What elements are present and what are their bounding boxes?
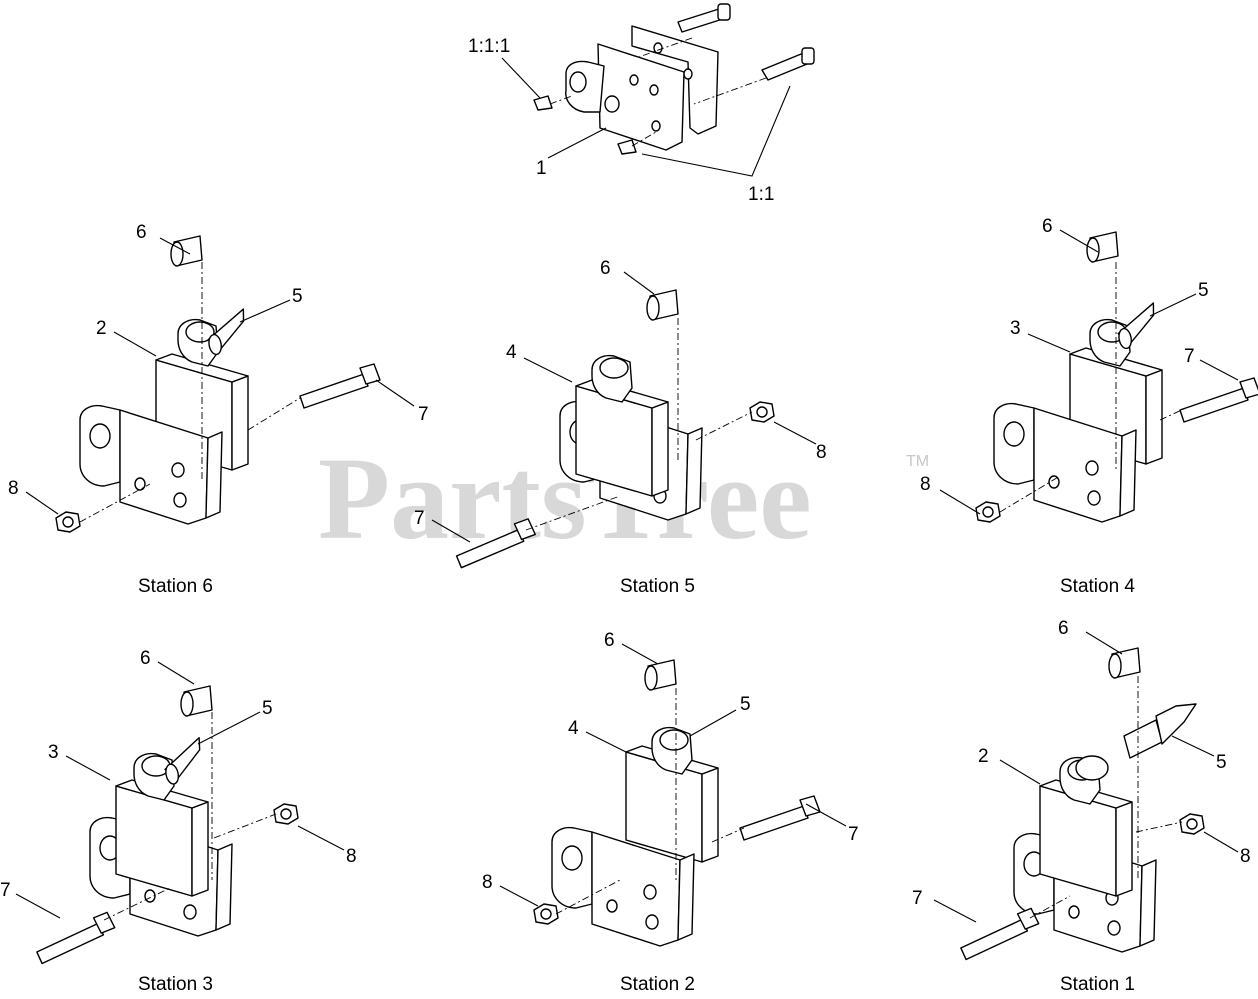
- station-1-assembly: [956, 647, 1205, 961]
- station-3-callout-bolt: 7: [0, 880, 11, 901]
- station-4-callout-bolt: 7: [1184, 346, 1195, 367]
- callout-bracket: 1: [536, 158, 547, 179]
- station-1-label: Station 1: [1060, 974, 1135, 995]
- station-6-label: Station 6: [138, 576, 213, 597]
- station-3-assembly: [32, 685, 299, 965]
- station-5-callout-body: 4: [506, 342, 517, 363]
- station-2-label: Station 2: [620, 974, 695, 995]
- station-3-label: Station 3: [138, 974, 213, 995]
- station-3-callout-spacer: 6: [140, 648, 151, 669]
- station-1-callout-bolt: 7: [912, 888, 923, 909]
- station-4-callout-spacer: 6: [1042, 216, 1053, 237]
- station-3-callout-fitting: 5: [262, 698, 273, 719]
- station-4-callout-fitting: 5: [1198, 280, 1209, 301]
- callout-assembly: 1:1:1: [468, 36, 510, 57]
- station-6-assembly: [55, 235, 381, 533]
- station-5-label: Station 5: [620, 576, 695, 597]
- station-5-assembly: [453, 289, 775, 569]
- station-6-callout-body: 2: [96, 318, 107, 339]
- station-3-callout-body: 3: [48, 742, 59, 763]
- station-6-callout-fitting: 5: [292, 286, 303, 307]
- station-4-assembly: [975, 231, 1258, 523]
- station-2-callout-fitting: 5: [740, 694, 751, 715]
- top-assembly: [533, 3, 815, 155]
- station-2-callout-nut: 8: [482, 872, 493, 893]
- station-6-callout-spacer: 6: [136, 222, 147, 243]
- station-1-callout-fitting: 5: [1216, 752, 1227, 773]
- station-2-assembly: [533, 659, 821, 947]
- station-1-callout-nut: 8: [1240, 846, 1251, 867]
- station-2-callout-body: 4: [568, 718, 579, 739]
- station-4-callout-nut: 8: [920, 474, 931, 495]
- watermark-trademark: TM: [906, 453, 929, 470]
- station-3-callout-nut: 8: [346, 846, 357, 867]
- station-5-callout-nut: 8: [816, 442, 827, 463]
- station-2-callout-spacer: 6: [604, 630, 615, 651]
- station-2-callout-bolt: 7: [848, 824, 859, 845]
- station-4-label: Station 4: [1060, 576, 1135, 597]
- station-6-callout-nut: 8: [8, 478, 19, 499]
- station-1-callout-spacer: 6: [1058, 618, 1069, 639]
- station-5-callout-spacer: 6: [600, 258, 611, 279]
- callout-pins: 1:1: [748, 184, 774, 205]
- station-6-callout-bolt: 7: [418, 404, 429, 425]
- station-4-callout-body: 3: [1010, 318, 1021, 339]
- station-5-callout-bolt: 7: [414, 508, 425, 529]
- station-1-callout-body: 2: [978, 746, 989, 767]
